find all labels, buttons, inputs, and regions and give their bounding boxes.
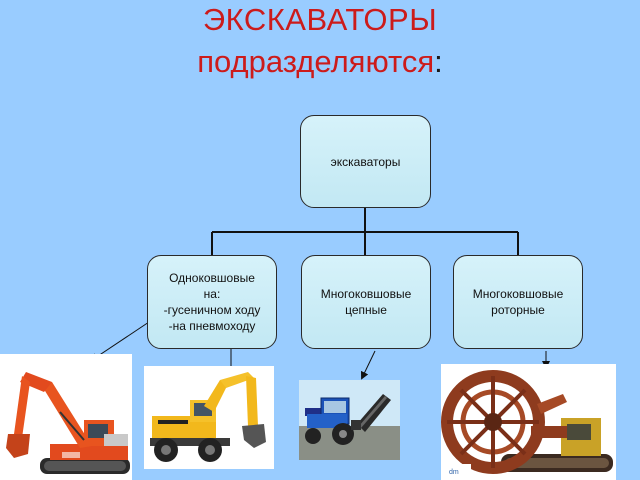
arrow-to-image-3	[360, 350, 376, 380]
node-label: Многоковшовые цепные	[320, 287, 412, 317]
photo-rotary-trencher: dm	[441, 364, 616, 480]
node-label: экскаваторы	[330, 154, 401, 169]
title-line-2: подразделяются:	[0, 45, 640, 79]
node-label: Многоковшовые роторные	[472, 287, 564, 317]
title-word: подразделяются	[197, 44, 435, 79]
node-excavators-root: экскаваторы	[300, 115, 431, 208]
photo-crawler-excavator	[0, 354, 132, 480]
node-label: Одноковшовые на: -гусеничном ходу -на пн…	[163, 271, 261, 333]
node-multi-bucket-rotary: Многоковшовые роторные	[453, 255, 583, 349]
title-line-1: ЭКСКАВАТОРЫ	[202, 2, 438, 37]
photo-chain-trencher	[299, 380, 400, 460]
watermark-text: dm	[449, 469, 459, 476]
node-single-bucket: Одноковшовые на: -гусеничном ходу -на пн…	[147, 255, 277, 349]
tree-connectors	[211, 208, 519, 255]
title-colon: :	[434, 44, 443, 79]
node-multi-bucket-chain: Многоковшовые цепные	[301, 255, 431, 349]
arrow-to-image-1	[90, 321, 150, 362]
photo-wheeled-excavator	[144, 366, 274, 469]
